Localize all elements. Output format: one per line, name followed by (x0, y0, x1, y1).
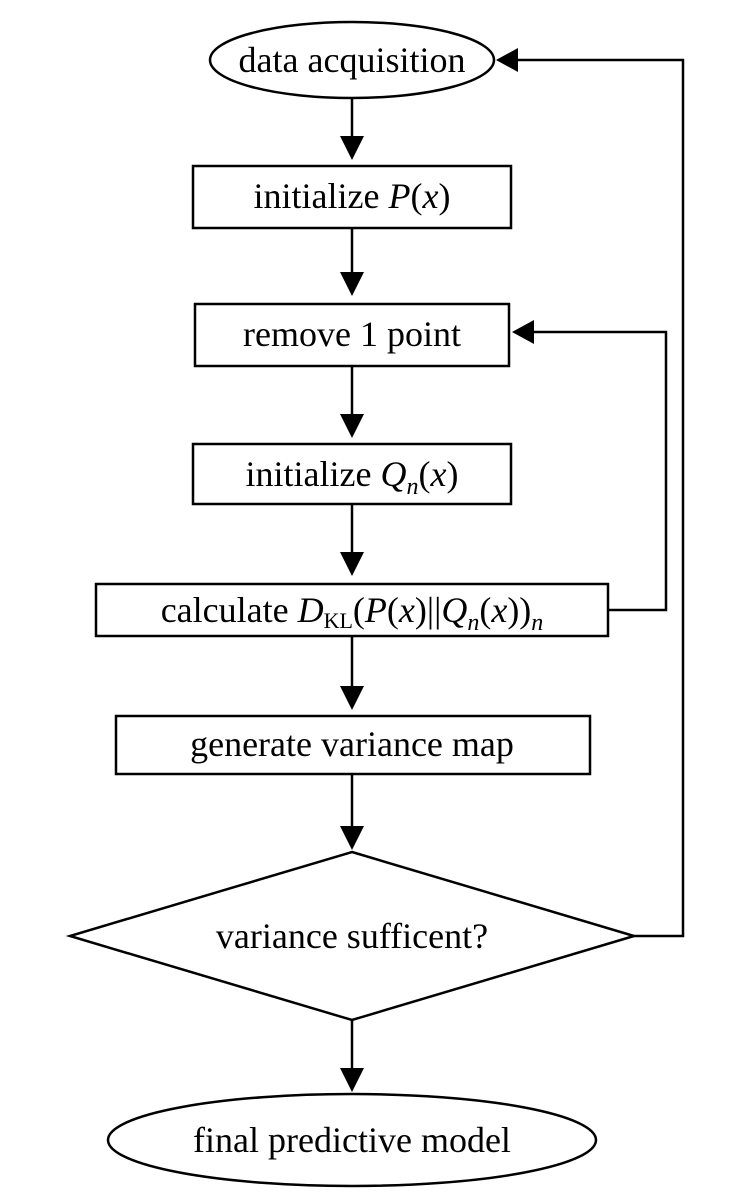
init-q-func: Q (380, 454, 406, 494)
init-p-label: initialize P(x) (254, 176, 451, 216)
calc-prefix: calculate (161, 590, 298, 630)
init-q-close: ) (446, 454, 458, 494)
variance-map-box (114, 714, 592, 776)
calc-q-close: )) (507, 590, 531, 630)
calc-p-open: ( (387, 590, 399, 630)
start-node: data acquisition (208, 20, 496, 100)
calc-p-var: x (398, 590, 415, 630)
calc-func: D (297, 590, 324, 630)
calc-q-var: x (490, 590, 507, 630)
loop-decision-to-start (518, 58, 685, 938)
calc-p-close: ) (415, 590, 427, 630)
remove-node: remove 1 point (193, 302, 511, 368)
calc-sep: || (427, 590, 441, 630)
init-q-var: x (429, 454, 446, 494)
calc-q-open: ( (479, 590, 491, 630)
arrowhead (340, 552, 364, 576)
arrowhead (340, 272, 364, 296)
start-label: data acquisition (239, 40, 466, 80)
arrowhead (340, 136, 364, 160)
init-q-open: ( (418, 454, 430, 494)
remove-label: remove 1 point (243, 314, 461, 354)
calc-q: Q (441, 590, 467, 630)
arrowhead (340, 686, 364, 710)
end-ellipse (106, 1092, 598, 1188)
init-p-box (191, 164, 513, 230)
calc-label: calculate DKL(P(x)||Qn(x))n (161, 590, 544, 636)
arrowhead (496, 48, 518, 72)
calc-node: calculate DKL(P(x)||Qn(x))n (94, 582, 610, 638)
init-q-label: initialize Qn(x) (246, 454, 459, 500)
end-node: final predictive model (106, 1092, 598, 1188)
init-p-open: ( (410, 176, 422, 216)
init-p-var: x (421, 176, 438, 216)
decision-label: variance sufficent? (216, 916, 488, 956)
calc-q-sub: n (467, 610, 479, 636)
calc-p: P (364, 590, 387, 630)
init-q-box (191, 442, 513, 506)
arrowhead (340, 1068, 364, 1092)
init-p-close: ) (438, 176, 450, 216)
init-q-node: initialize Qn(x) (191, 442, 513, 506)
loop-calc-to-remove (534, 330, 668, 612)
variance-map-node: generate variance map (114, 714, 592, 776)
init-p-func: P (387, 176, 410, 216)
end-label: final predictive model (193, 1120, 511, 1160)
arrowhead (340, 414, 364, 438)
init-q-prefix: initialize (246, 454, 381, 494)
init-p-prefix: initialize (254, 176, 389, 216)
init-p-node: initialize P(x) (191, 164, 513, 230)
arrowhead (512, 320, 534, 344)
calc-outer-sub: n (531, 610, 543, 636)
arrowhead (340, 826, 364, 850)
calc-open: ( (353, 590, 365, 630)
init-q-sub: n (406, 474, 418, 500)
calc-sub: KL (324, 608, 353, 633)
variance-map-label: generate variance map (190, 724, 514, 764)
decision-node: variance sufficent? (65, 850, 639, 1022)
